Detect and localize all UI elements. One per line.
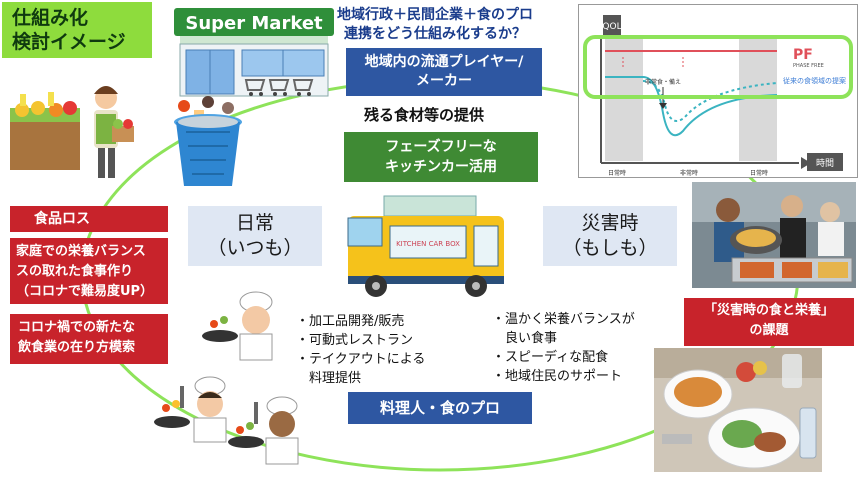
issue-line1: 「災害時の食と栄養」 <box>703 303 834 318</box>
chef-woman <box>154 376 227 443</box>
supermarket-sign: Super Market <box>185 13 323 34</box>
title-line1: 仕組み化 <box>12 7 89 29</box>
nutrition-line1: 家庭での栄養バランス <box>16 244 146 259</box>
qol-x-label: 時間 <box>816 158 834 169</box>
qol-tick-1: 日常時 <box>608 169 626 177</box>
disaster-line1: 災害時 <box>581 212 639 234</box>
qol-y-label: QOL <box>602 22 621 32</box>
phasefree-line2: キッチンカー活用 <box>385 159 497 175</box>
disaster-cooking-photo <box>692 182 856 288</box>
qol-annotation: 非常食・備え <box>645 78 681 86</box>
list-item: ・地域住民のサポート <box>492 369 623 384</box>
chefs-food-pro-box: 料理人・食のプロ <box>348 392 532 424</box>
phase-free-kitchen-car-box: フェーズフリーな キッチンカー活用 <box>344 132 538 182</box>
title-line2: 検討イメージ <box>12 31 126 53</box>
kitchen-car-illustration: KITCHEN CAR BOX <box>347 195 504 297</box>
disaster-label-box: 災害時 （もしも） <box>543 206 677 266</box>
meal-photo <box>654 348 822 472</box>
list-item: ・スピーディな配食 <box>492 350 609 365</box>
qol-chart-panel: QOL 時間 非常食・備え 日常時 非常時 日常時 PF PHASE FREE … <box>578 4 858 178</box>
qol-tick-2: 非常時 <box>680 169 698 177</box>
heading-line1: 地域行政＋民間企業＋食のプロ <box>337 7 533 23</box>
qol-chart: QOL 時間 非常食・備え 日常時 非常時 日常時 PF PHASE FREE … <box>583 15 853 177</box>
heading-line2: 連携をどう仕組み化するか？ <box>344 26 526 42</box>
chefs-illustration <box>154 291 299 465</box>
disaster-food-issue-box: 「災害時の食と栄養」 の課題 <box>684 298 854 346</box>
leftover-ingredients-label: 残る食材等の提供 <box>364 106 485 124</box>
players-line1: 地域内の流通プレイヤー/ <box>364 54 524 70</box>
daily-line1: 日常 <box>235 212 274 234</box>
food-waste-bin-illustration <box>174 96 242 186</box>
phase-free-logo: PF <box>793 47 813 63</box>
home-nutrition-box: 家庭での栄養バランス スの取れた食事作り （コロナで難易度UP） <box>10 238 168 304</box>
food-loss-box: 食品ロス <box>10 206 168 232</box>
covid-line2: 飲食業の在り方模索 <box>18 340 136 355</box>
qol-conventional-curve <box>605 76 778 137</box>
nutrition-line3: （コロナで難易度UP） <box>16 284 154 299</box>
kitchen-car-sign: KITCHEN CAR BOX <box>396 240 460 248</box>
list-item: ・温かく栄養バランスが <box>492 312 635 327</box>
supermarket-illustration: Super Market <box>174 8 334 97</box>
distribution-players-box: 地域内の流通プレイヤー/ メーカー <box>346 48 542 96</box>
daily-line2: （いつも） <box>207 237 303 259</box>
daily-label-box: 日常 （いつも） <box>188 206 322 266</box>
qol-legend-text: 従来の食領域の提案 <box>783 76 846 85</box>
qol-improved-curve <box>642 80 778 122</box>
phase-free-logo-sub: PHASE FREE <box>793 63 824 69</box>
issue-line2: の課題 <box>749 323 789 338</box>
chef-top <box>202 291 273 361</box>
chef-man <box>228 396 299 465</box>
covid-restaurant-box: コロナ禍での新たな 飲食業の在り方模索 <box>10 314 168 364</box>
normal-time-list: ・加工品開発/販売 ・可動式レストラン ・テイクアウトによる 料理提供 <box>296 312 476 388</box>
vegetable-shop-illustration <box>10 86 134 178</box>
title-badge: 仕組み化 検討イメージ <box>2 2 152 58</box>
list-item: ・テイクアウトによる <box>296 352 426 367</box>
list-item: ・加工品開発/販売 <box>296 314 405 329</box>
players-line2: メーカー <box>416 73 472 89</box>
phasefree-line1: フェーズフリーな <box>385 139 497 155</box>
list-item: 料理提供 <box>296 371 362 386</box>
covid-line1: コロナ禍での新たな <box>18 320 136 335</box>
qol-tick-3: 日常時 <box>750 169 768 177</box>
list-item: ・可動式レストラン <box>296 333 414 348</box>
disaster-line2: （もしも） <box>562 237 658 259</box>
disaster-time-list: ・温かく栄養バランスが 良い食事 ・スピーディな配食 ・地域住民のサポート <box>492 310 672 386</box>
qol-highlight-frame <box>583 35 853 99</box>
nutrition-line2: スの取れた食事作り <box>16 264 134 279</box>
list-item: 良い食事 <box>492 331 558 346</box>
collaboration-heading: 地域行政＋民間企業＋食のプロ 連携をどう仕組み化するか？ <box>300 6 570 44</box>
